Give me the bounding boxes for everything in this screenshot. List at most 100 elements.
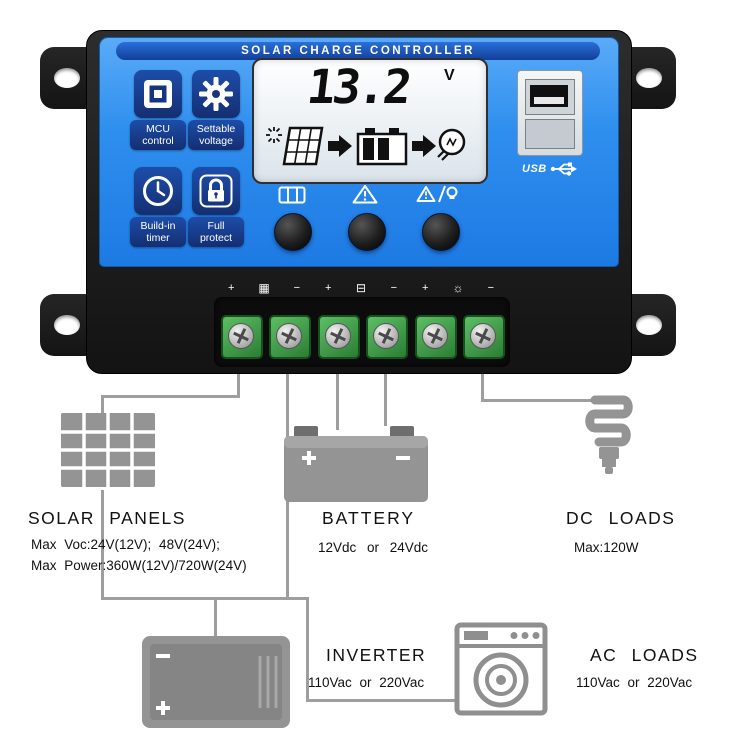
mounting-hole-bottom-right [636,315,662,335]
usb-port-inner [530,85,568,107]
terminal-label-load: + ☼ − [422,281,494,295]
mcu-chip-icon [144,80,172,108]
terminal-load-minus [463,315,505,359]
wire-load-drop [481,366,484,402]
terminal-screw [228,323,254,349]
arrow-right-icon [328,135,352,157]
battery-mark-icon: ⊟ [355,281,367,295]
panel-glyph [282,126,324,166]
wire-battery-minus [384,366,387,426]
wire-right-down [306,597,309,702]
feature-label-mcu: MCU control [130,120,186,150]
dc-loads-title: DC LOADS [566,508,676,528]
clock-icon [143,176,173,206]
lock-icon [199,174,233,208]
inverter-icon [142,636,290,728]
sun-icon [266,127,282,143]
dc-loads-spec: Max:120W [574,540,639,555]
left-button[interactable] [274,213,312,251]
usb-port-opening [525,79,575,115]
protect-feature-tile [192,167,240,215]
terminal-screw [276,323,302,349]
arrow-right-icon [412,135,436,157]
feature-label-voltage-line1: Settable [196,122,236,135]
wire-panel-down [101,490,104,600]
battery-warning-icon [352,185,378,204]
cfl-bulb-icon [585,395,633,474]
terminal-battery-plus [318,315,360,359]
feature-label-voltage-line2: voltage [199,135,233,147]
feature-label-timer-line1: Build-in [140,219,176,232]
battery-title: BATTERY [322,508,416,528]
terminal-screw [325,323,351,349]
usb-port-tongue [534,97,564,104]
wire-solar-drop [237,366,240,398]
terminal-screw [470,323,496,349]
gear-icon [199,77,233,111]
feature-label-voltage: Settable voltage [188,120,244,150]
load-lamp-mark-icon: ☼ [452,281,464,295]
battery-icon [284,426,428,502]
wire-battery-plus [336,366,339,430]
wire-to-ac-load [306,699,457,702]
bulb-glyph [437,128,466,161]
lcd-display: 13.2 V [252,58,488,184]
charge-flow-icons [266,126,466,166]
usb-port-housing [525,119,575,149]
voltage-unit: V [444,67,455,84]
feature-label-protect: Full protect [188,217,244,247]
feature-label-protect-line2: protect [199,232,233,244]
terminal-screw [422,323,448,349]
solar-panels-spec-1: Max Voc:24V(12V); 48V(24V); [31,537,220,552]
feature-label-mcu-line2: control [142,135,174,147]
right-button[interactable] [422,213,460,251]
load-minus-mark: − [487,282,494,294]
usb-logo-text: USB [522,163,547,175]
terminal-load-plus [415,315,457,359]
terminal-solar-plus [221,315,263,359]
solar-panels-spec-2: Max Power:360W(12V)/720W(24V) [31,558,247,573]
middle-button[interactable] [348,213,386,251]
controller-title: SOLAR CHARGE CONTROLLER [116,42,600,60]
feature-label-mcu-line1: MCU [146,122,170,135]
solar-panel-icon [61,413,155,487]
wire-to-inverter [214,597,217,637]
solar-minus-mark: − [293,282,300,294]
wire-lower-horizontal [101,597,309,600]
ac-loads-spec: 110Vac or 220Vac [576,675,693,690]
washing-machine-icon [454,622,548,716]
feature-label-timer-line2: timer [146,232,170,244]
terminal-battery-minus [366,315,408,359]
mounting-hole-top-left [54,68,80,88]
solar-panel-mark-icon: ▦ [258,281,270,295]
charge-indicator-icon [278,186,306,204]
terminal-screw [373,323,399,349]
battery-spec: 12Vdc or 24Vdc [318,540,429,555]
inverter-title: INVERTER [326,645,427,665]
usb-logo: USB [522,158,582,180]
usb-port [517,70,583,156]
terminal-label-battery: + ⊟ − [325,281,397,295]
voltage-readout: 13.2 [304,60,412,115]
terminal-strip [214,297,510,367]
mounting-hole-bottom-left [54,315,80,335]
mounting-hole-top-right [636,68,662,88]
ac-loads-title: AC LOADS [590,645,699,665]
inverter-spec: 110Vac or 220Vac [308,675,425,690]
feature-label-protect-line1: Full [207,219,225,232]
battery-minus-mark: − [390,282,397,294]
wire-solar-to-panel [101,395,104,417]
terminal-solar-minus [269,315,311,359]
timer-feature-tile [134,167,182,215]
wire-solar-horizontal [101,395,240,398]
terminal-label-solar: + ▦ − [228,281,300,295]
solar-panels-title: SOLAR PANELS [28,508,186,528]
load-warning-icon [416,185,458,203]
usb-trident-icon [550,162,577,176]
voltage-feature-tile [192,70,240,118]
battery-plus-mark: + [325,282,332,294]
load-plus-mark: + [422,282,429,294]
solar-plus-mark: + [228,282,235,294]
wire-load-to-lamp [481,399,608,402]
